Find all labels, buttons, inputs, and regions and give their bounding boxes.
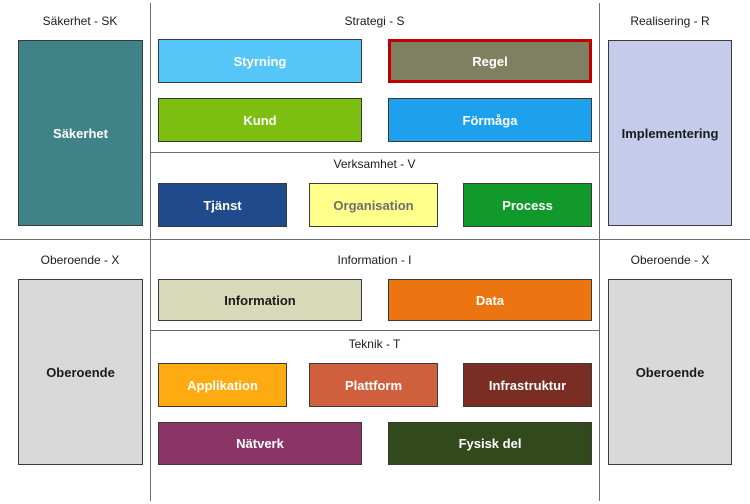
divider-information-teknik (150, 330, 599, 331)
header-verksamhet: Verksamhet - V (333, 157, 416, 171)
box-oberoende-right: Oberoende (608, 279, 732, 465)
divider-middle (0, 239, 750, 240)
header-strategi: Strategi - S (344, 14, 405, 28)
box-tjanst: Tjänst (158, 183, 287, 227)
divider-strategi-verksamhet (150, 152, 599, 153)
box-applikation: Applikation (158, 363, 287, 407)
box-sakerhet: Säkerhet (18, 40, 143, 226)
header-information: Information - I (337, 253, 412, 267)
header-realisering: Realisering - R (630, 14, 710, 28)
box-infrastruktur: Infrastruktur (463, 363, 592, 407)
box-formaga: Förmåga (388, 98, 592, 142)
header-oberoende-right: Oberoende - X (630, 253, 710, 267)
box-styrning: Styrning (158, 39, 362, 83)
divider-left (150, 3, 151, 501)
divider-right (599, 3, 600, 501)
header-sakerhet: Säkerhet - SK (42, 14, 118, 28)
box-natverk: Nätverk (158, 422, 362, 465)
box-regel: Regel (388, 39, 592, 83)
box-process: Process (463, 183, 592, 227)
box-fysisk-del: Fysisk del (388, 422, 592, 465)
box-data: Data (388, 279, 592, 321)
box-information: Information (158, 279, 362, 321)
box-plattform: Plattform (309, 363, 438, 407)
header-teknik: Teknik - T (348, 337, 401, 351)
box-implementering: Implementering (608, 40, 732, 226)
box-oberoende-left: Oberoende (18, 279, 143, 465)
header-oberoende-left: Oberoende - X (40, 253, 120, 267)
box-kund: Kund (158, 98, 362, 142)
box-organisation: Organisation (309, 183, 438, 227)
